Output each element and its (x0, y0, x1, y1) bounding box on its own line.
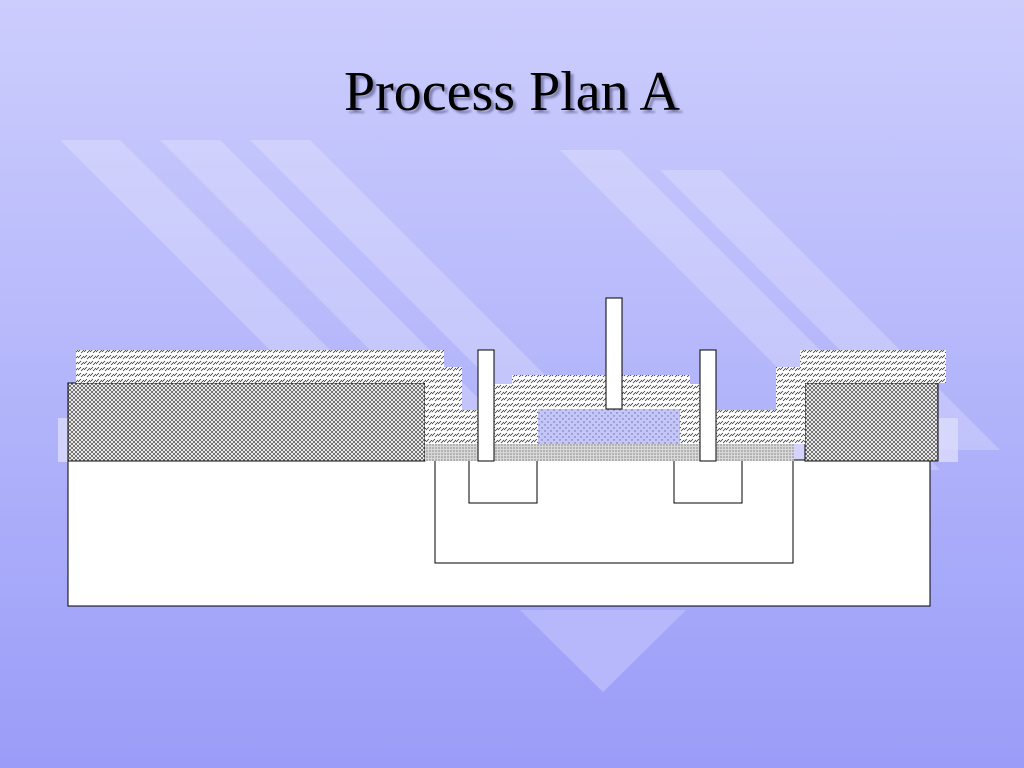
interlayer-dielectric-right (716, 350, 946, 444)
slide-title: Process Plan A (344, 61, 680, 123)
source-region (468, 459, 538, 504)
source-contact (477, 349, 495, 462)
down-chevron-shape (520, 610, 686, 692)
interlayer-dielectric (76, 350, 478, 444)
drain-contact (699, 349, 717, 462)
left-field-oxide (67, 382, 426, 462)
well-region (434, 460, 794, 564)
gate-region (538, 409, 680, 444)
right-field-oxide (804, 382, 939, 462)
gate-contact (605, 297, 623, 410)
drain-region (673, 459, 743, 504)
